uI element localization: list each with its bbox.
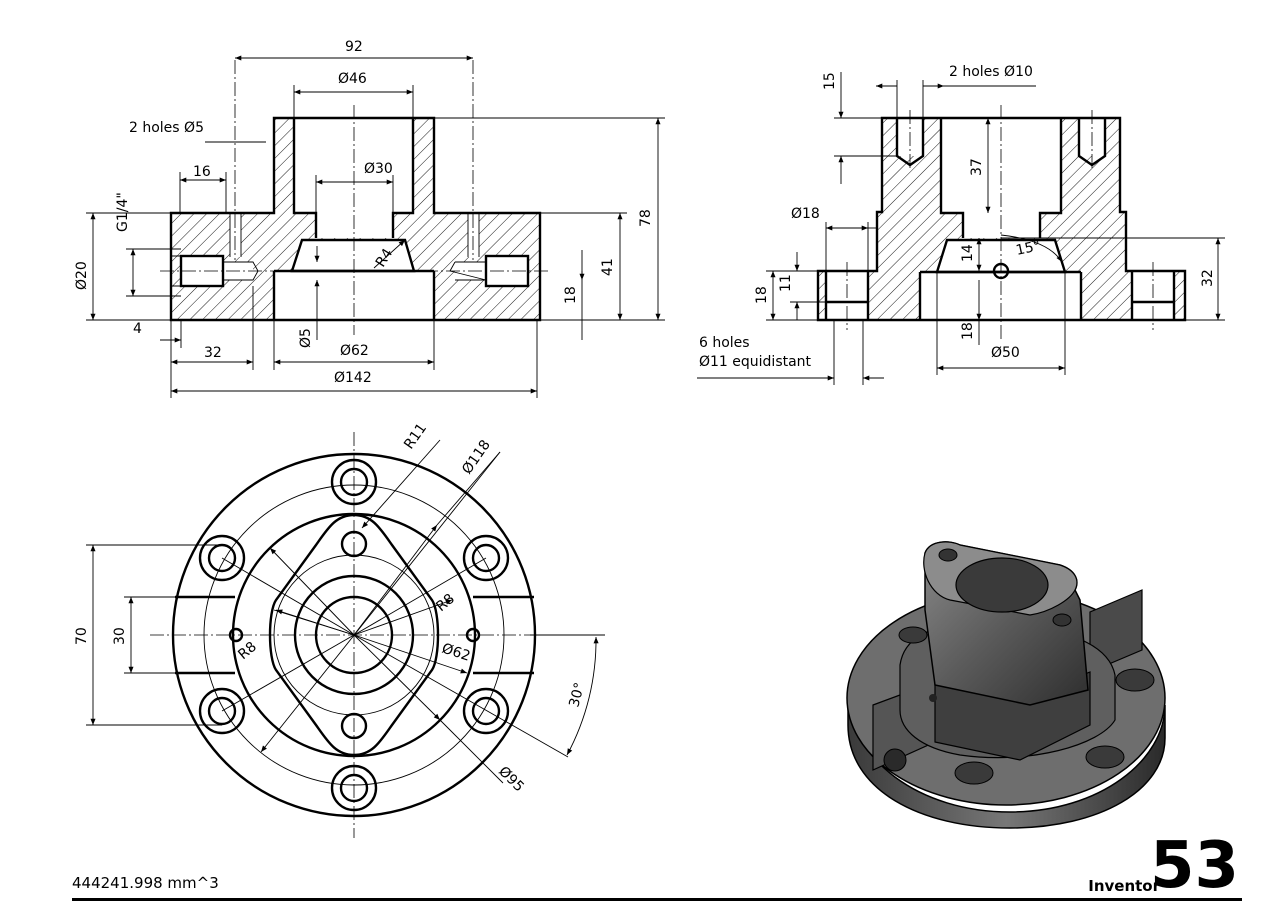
- dim-holes-11-line2: Ø11 equidistant: [699, 354, 812, 370]
- dim-holes-5: 2 holes Ø5: [129, 120, 204, 136]
- dim-holes-11-line1: 6 holes: [699, 335, 750, 351]
- dim-d30: Ø30: [364, 161, 393, 177]
- dim-d18: Ø18: [791, 206, 820, 222]
- dim-70: 70: [74, 627, 90, 645]
- dim-37: 37: [969, 158, 985, 176]
- dim-32: 32: [1200, 269, 1216, 287]
- dim-r11: R11: [401, 421, 430, 453]
- brand-label: Inventor: [1088, 877, 1160, 895]
- dim-14: 14: [960, 244, 976, 262]
- dim-d46: Ø46: [338, 71, 367, 87]
- front-section-view: 92 Ø46 2 holes Ø5 Ø30 16 G1/4" Ø20 R4 78…: [74, 39, 665, 398]
- dim-d62: Ø62: [340, 343, 369, 359]
- dim-11: 11: [778, 274, 794, 292]
- dim-r8-left: R8: [235, 639, 260, 663]
- dim-18: 18: [563, 286, 579, 304]
- dim-4: 4: [133, 321, 142, 337]
- dim-d62: Ø62: [440, 641, 472, 665]
- dim-41: 41: [600, 258, 616, 276]
- dim-d50: Ø50: [991, 345, 1020, 361]
- dim-30: 30: [112, 627, 128, 645]
- dim-78: 78: [638, 209, 654, 227]
- side-section-view: 15 2 holes Ø10 37 Ø18 14 15° 32 18 11 18…: [697, 64, 1225, 385]
- dim-92: 92: [345, 39, 363, 55]
- top-dimension-lines: [86, 439, 605, 784]
- dim-d5: Ø5: [298, 328, 314, 348]
- side-dimension-lines: [697, 72, 1225, 385]
- dim-holes-10: 2 holes Ø10: [949, 64, 1033, 80]
- dim-32: 32: [204, 345, 222, 361]
- dim-d20: Ø20: [74, 261, 90, 290]
- exercise-number: 53: [1149, 829, 1239, 903]
- dim-15: 15: [822, 72, 838, 90]
- front-voids: [181, 118, 528, 320]
- top-view: R11 Ø118 70 30 R8 R8 Ø62 30° Ø95: [74, 421, 605, 838]
- dim-d95: Ø95: [495, 764, 527, 796]
- dim-18-left: 18: [754, 286, 770, 304]
- dim-angle-15: 15°: [1015, 238, 1043, 259]
- dim-d118: Ø118: [459, 437, 494, 477]
- dim-18-bottom: 18: [960, 322, 976, 340]
- volume-label: 444241.998 mm^3: [72, 874, 219, 892]
- dim-angle-30: 30°: [566, 681, 588, 709]
- dim-16: 16: [193, 164, 211, 180]
- front-dimension-lines: [86, 55, 665, 398]
- isometric-view: [846, 541, 1166, 829]
- dim-d142: Ø142: [334, 370, 372, 386]
- footer-rule: [72, 898, 1242, 901]
- dim-g14: G1/4": [115, 192, 131, 232]
